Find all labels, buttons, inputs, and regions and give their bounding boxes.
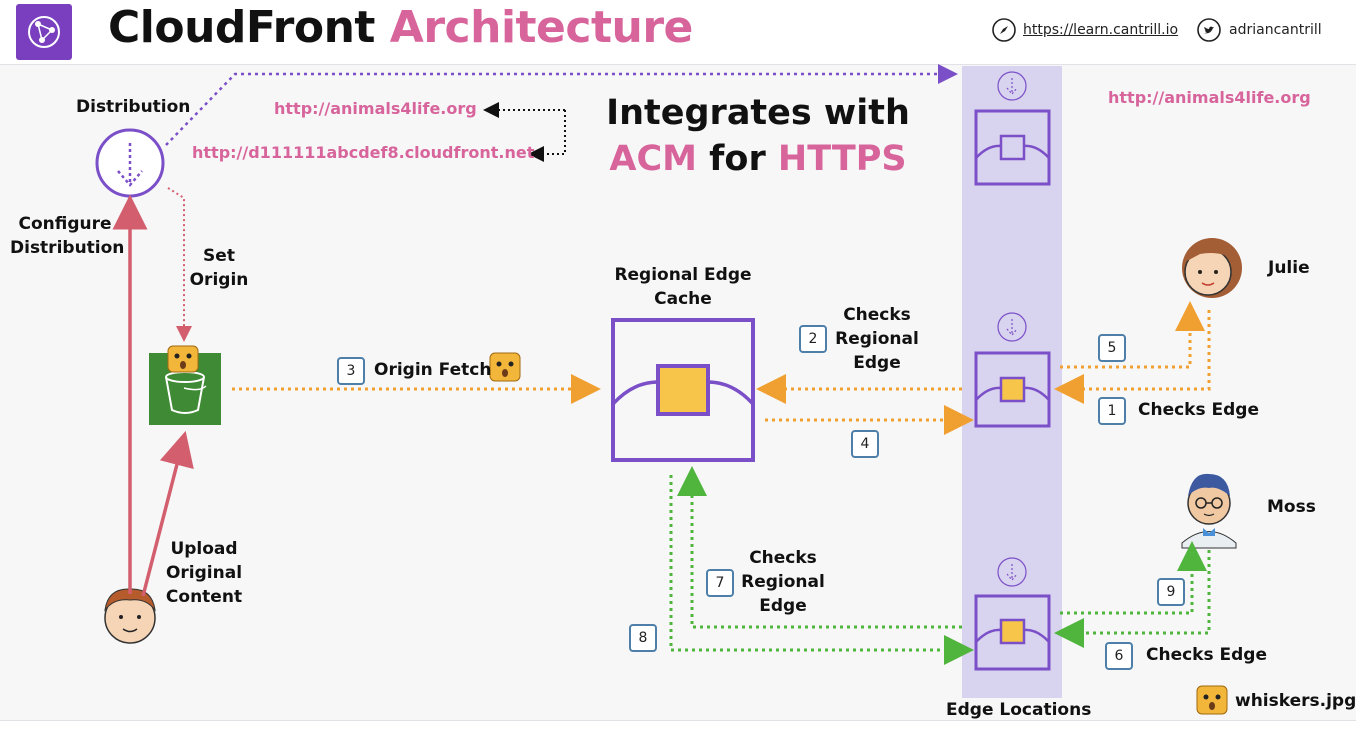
moss-avatar xyxy=(1181,473,1237,549)
julie-request-arrow xyxy=(1054,310,1211,404)
twitter-handle[interactable]: adriancantrill xyxy=(1229,22,1322,38)
step-badge-5: 5 xyxy=(1098,334,1126,362)
step-badge-8: 8 xyxy=(629,624,657,652)
whiskers-cat-icon xyxy=(167,345,199,373)
compass-icon xyxy=(992,18,1016,42)
footer-bar xyxy=(0,720,1356,747)
julie-label: Julie xyxy=(1268,258,1310,278)
cloudfront-logo-icon xyxy=(16,4,72,60)
origin-fetch-label: Origin Fetch xyxy=(374,360,492,380)
edge-to-regional-green-arrow xyxy=(677,466,962,629)
checks-edge-label-julie: Checks Edge xyxy=(1138,400,1260,420)
title-main: CloudFront xyxy=(108,2,375,53)
moss-response-arrow xyxy=(1060,541,1207,615)
distribution-icon xyxy=(95,128,165,198)
header-bar: CloudFront Architecture https://learn.ca… xyxy=(0,0,1356,65)
regional-to-edge-green-arrow xyxy=(669,475,974,665)
edge-location-bottom xyxy=(974,557,1051,671)
origin-fetch-cat-icon xyxy=(489,352,521,382)
regional-edge-cache-icon xyxy=(611,318,755,462)
twitter-icon xyxy=(1197,18,1221,42)
distribution-to-edge-line xyxy=(165,64,958,146)
moss-label: Moss xyxy=(1267,497,1316,517)
julie-response-arrow xyxy=(1060,301,1205,369)
edge-location-middle xyxy=(974,312,1051,428)
title-accent: Architecture xyxy=(389,2,694,53)
step-badge-3: 3 xyxy=(337,357,365,385)
configure-distribution-label: Configure Distribution xyxy=(10,214,125,258)
checks-regional-edge-label-top: Checks Regional Edge xyxy=(835,305,919,373)
distribution-label: Distribution xyxy=(76,97,191,117)
custom-domain-url-right: http://animals4life.org xyxy=(1108,88,1311,107)
headline-line2: ACM for HTTPS xyxy=(609,139,907,179)
edge-locations-label: Edge Locations xyxy=(946,700,1092,720)
regional-edge-cache-label: Regional Edge Cache xyxy=(614,265,752,309)
page-title: CloudFront Architecture xyxy=(108,2,693,53)
julie-avatar xyxy=(1182,238,1242,298)
moss-request-arrow xyxy=(1054,550,1211,648)
legend-cat-icon xyxy=(1196,685,1228,715)
checks-edge-label-moss: Checks Edge xyxy=(1146,645,1268,665)
step-badge-7: 7 xyxy=(706,569,734,597)
checks-regional-edge-label-bottom: Checks Regional Edge xyxy=(741,548,825,616)
site-link[interactable]: https://learn.cantrill.io xyxy=(1023,22,1179,38)
step-badge-6: 6 xyxy=(1105,642,1133,670)
edge-location-top xyxy=(974,71,1051,186)
whiskers-file-label: whiskers.jpg xyxy=(1235,691,1356,711)
admin-user-avatar xyxy=(104,588,156,644)
step-badge-2: 2 xyxy=(799,325,827,353)
set-origin-arrow xyxy=(167,187,192,342)
cloudfront-domain-url: http://d111111abcdef8.cloudfront.net xyxy=(192,143,535,162)
cloudfront-domain-arrow xyxy=(528,110,566,162)
upload-content-arrow xyxy=(141,430,194,597)
headline: Integrates with ACM for HTTPS xyxy=(598,90,918,182)
step-badge-4: 4 xyxy=(851,430,879,458)
step-badge-1: 1 xyxy=(1098,397,1126,425)
headline-line1: Integrates with xyxy=(606,93,910,133)
set-origin-label: Set Origin xyxy=(189,246,249,290)
upload-content-label: Upload Original Content xyxy=(165,539,243,607)
custom-domain-url: http://animals4life.org xyxy=(274,99,477,118)
step-badge-9: 9 xyxy=(1157,578,1185,606)
